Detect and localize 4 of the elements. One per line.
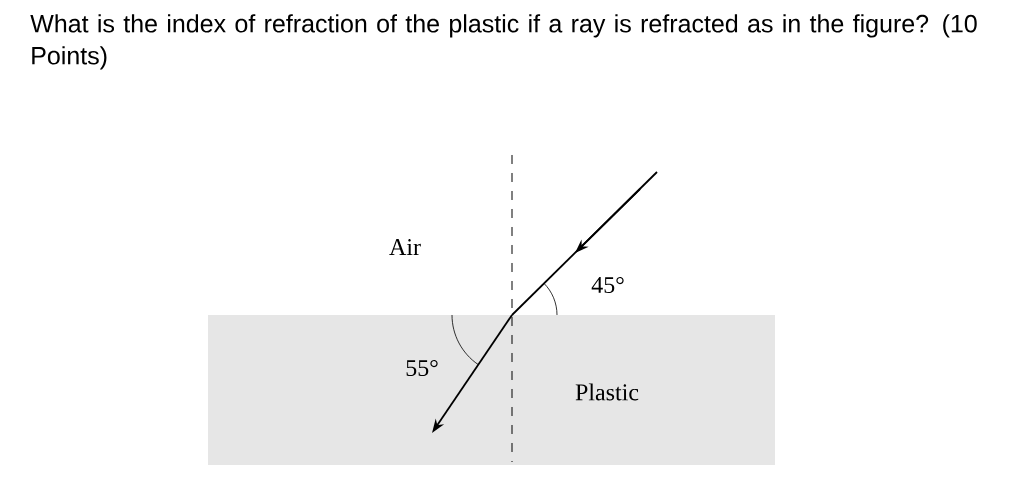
question-text: What is the index of refraction of the plastic if a ray is refracted as in the figure? (10 Points) xyxy=(30,14,977,70)
region-label: Air xyxy=(389,239,421,255)
angle-label: 45° xyxy=(591,276,624,294)
angle-label: 55° xyxy=(406,359,438,377)
